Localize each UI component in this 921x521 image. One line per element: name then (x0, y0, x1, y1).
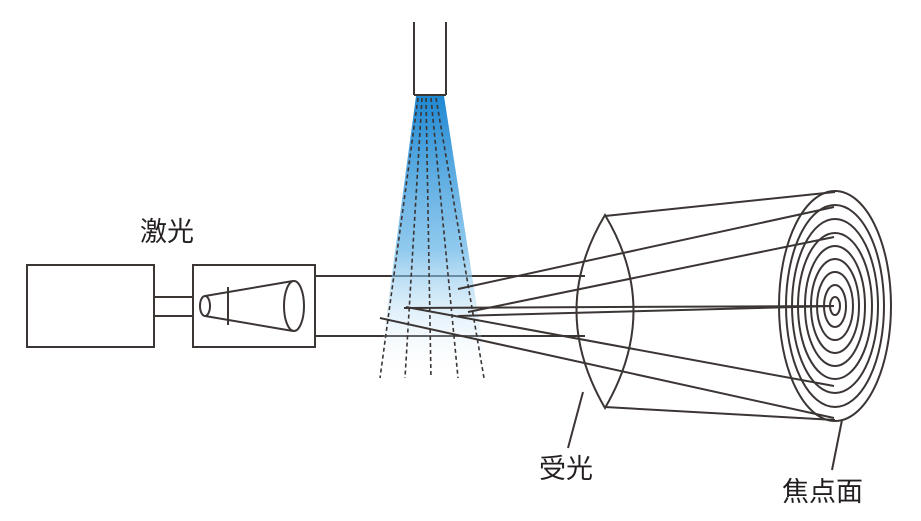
beam-expander-optics (199, 280, 305, 332)
leader-lines (567, 391, 843, 471)
laser-label: 激光 (140, 217, 194, 248)
laser-source-box (26, 264, 155, 348)
detector-envelope (604, 191, 836, 421)
scattered-rays (379, 206, 835, 419)
spray-dashed-lines (379, 97, 485, 379)
leader-receiving-lens (567, 391, 584, 449)
focal-plane-label: 焦点面 (782, 477, 863, 508)
laser-tube (154, 296, 193, 317)
leader-focal-plane (831, 419, 843, 471)
focal-plane-detector (778, 190, 892, 422)
spray-nozzle (413, 22, 447, 96)
receiving-lens-label: 受光 (539, 454, 593, 485)
receiving-lens (575, 213, 635, 410)
spray-plume (378, 96, 488, 378)
beam-expander-box (192, 264, 316, 348)
